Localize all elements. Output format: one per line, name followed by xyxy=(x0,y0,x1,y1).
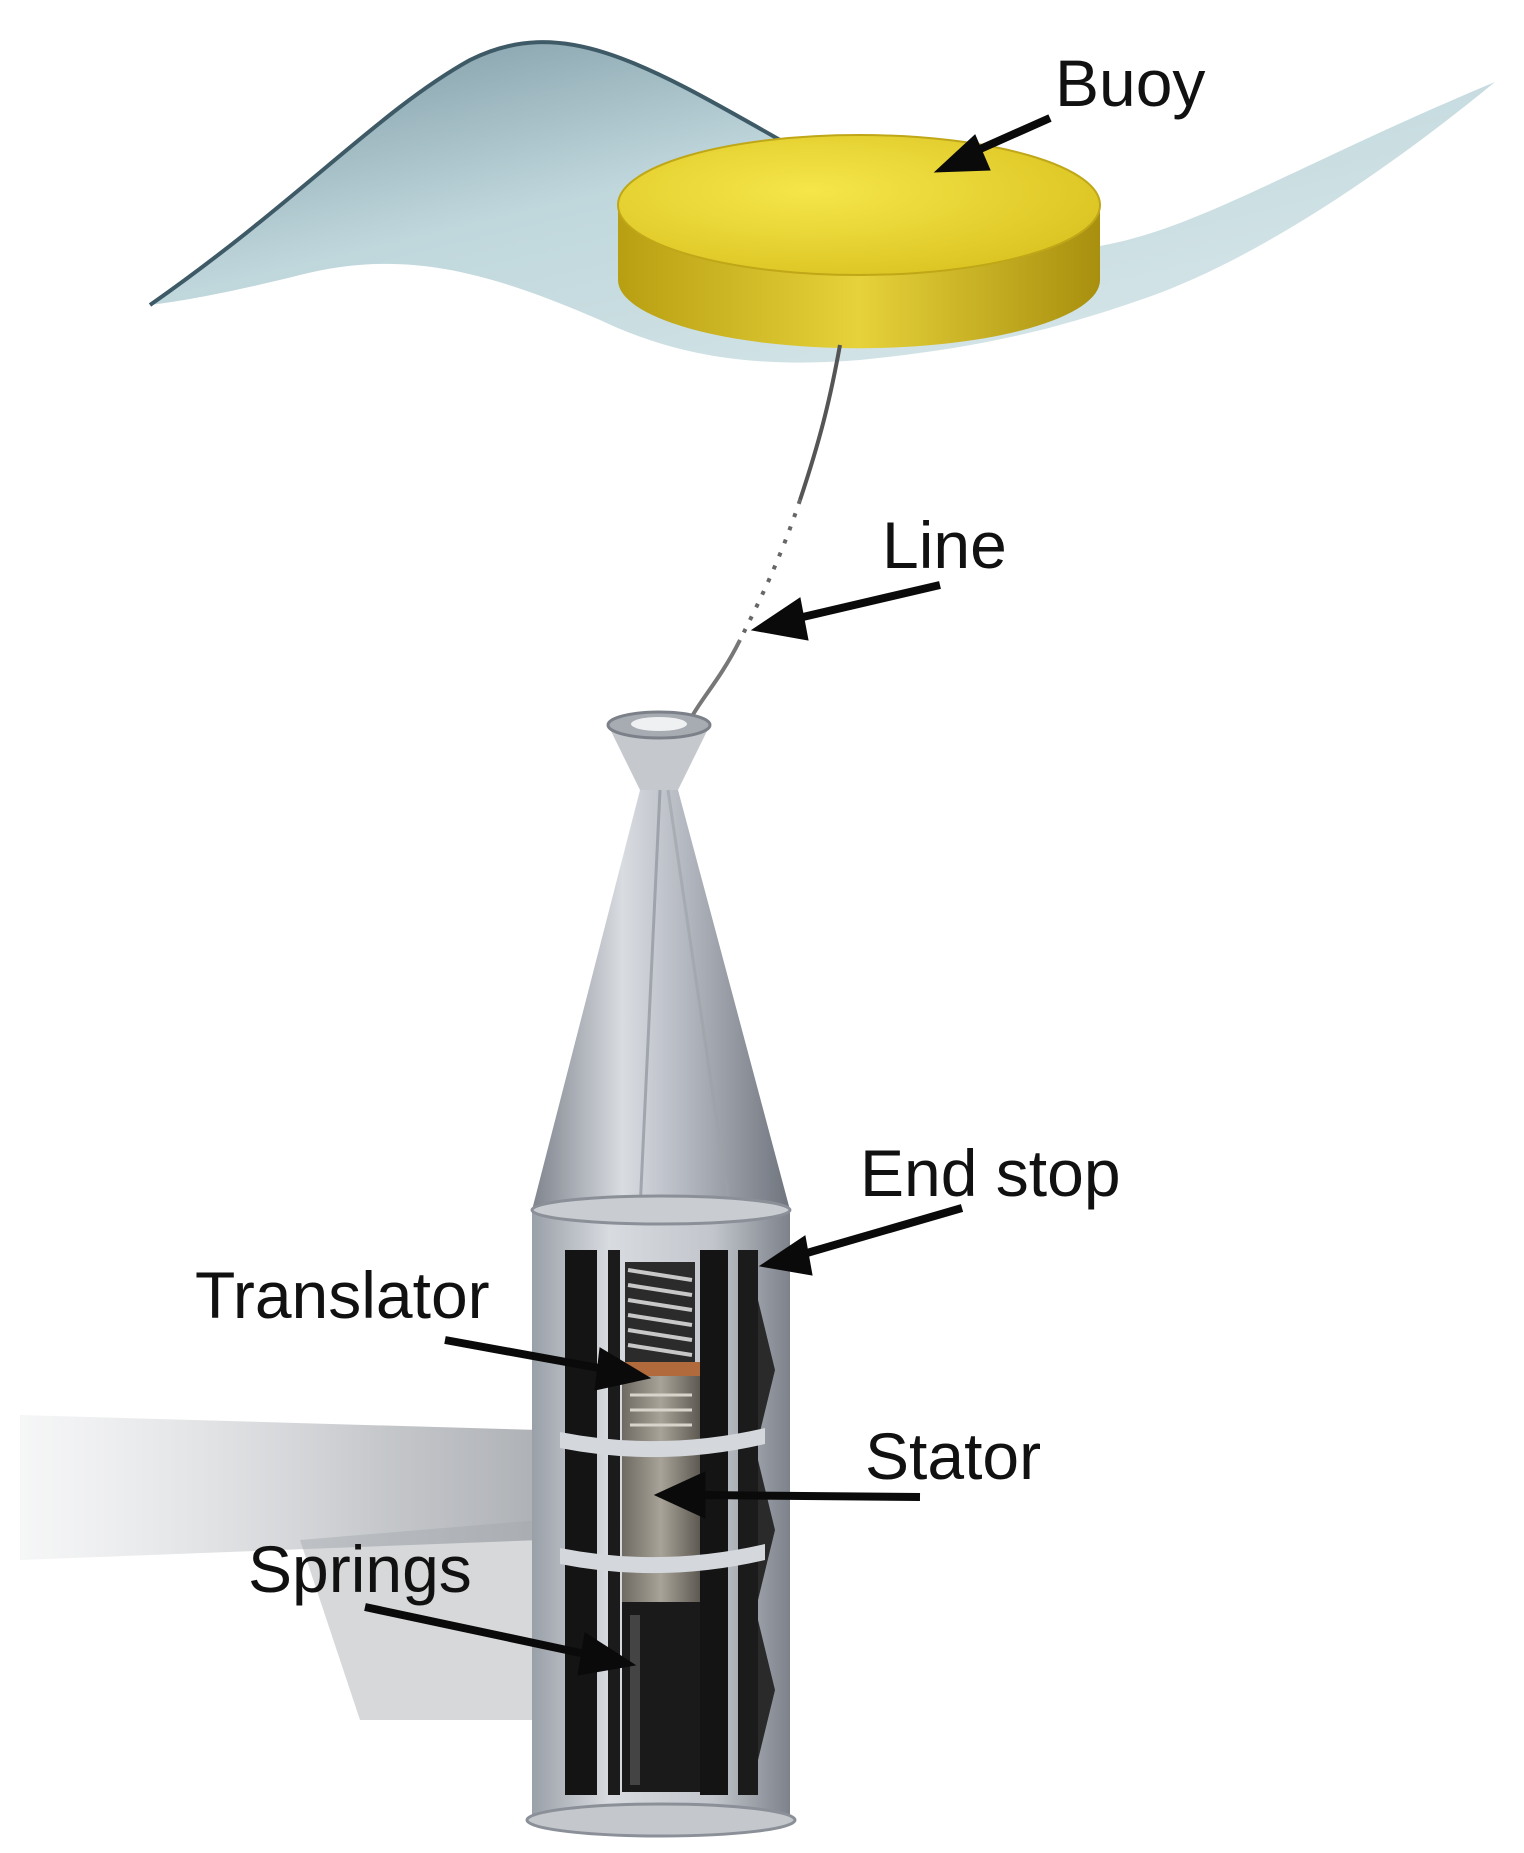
line-arrow-head xyxy=(750,597,809,641)
line-arrow xyxy=(789,581,941,624)
end-stop-spring xyxy=(625,1262,695,1362)
springs-arrow xyxy=(364,1603,591,1659)
label-buoy: Buoy xyxy=(1055,46,1206,120)
translator-arrow-head xyxy=(594,1347,652,1391)
label-translator: Translator xyxy=(195,1258,490,1332)
end-stop-arrow-head xyxy=(758,1235,813,1276)
end-stop-arrow xyxy=(798,1204,964,1259)
cone-facet xyxy=(638,789,662,1211)
translator-arrow xyxy=(444,1336,611,1374)
water-edge xyxy=(148,40,781,307)
stator-ring-lower xyxy=(560,1544,765,1574)
label-line: Line xyxy=(882,508,1007,582)
stator-ring-upper xyxy=(560,1428,765,1458)
cone-facet-2 xyxy=(666,789,732,1211)
interior-cutaway xyxy=(560,1250,775,1795)
label-end-stop: End stop xyxy=(860,1136,1121,1210)
buoy-arrow-head xyxy=(933,134,991,173)
buoy xyxy=(617,134,1101,349)
arrows xyxy=(364,114,1052,1676)
cone-housing xyxy=(532,790,790,1210)
label-stator: Stator xyxy=(865,1419,1042,1493)
label-springs: Springs xyxy=(248,1532,472,1606)
springs-arrow-head xyxy=(577,1632,637,1676)
line-lower xyxy=(688,639,742,721)
line-upper xyxy=(798,344,842,501)
funnel-top xyxy=(606,710,712,790)
ground-shadow xyxy=(20,1415,540,1560)
stator-arrow-head xyxy=(653,1471,706,1519)
stator-arrow xyxy=(699,1491,921,1501)
